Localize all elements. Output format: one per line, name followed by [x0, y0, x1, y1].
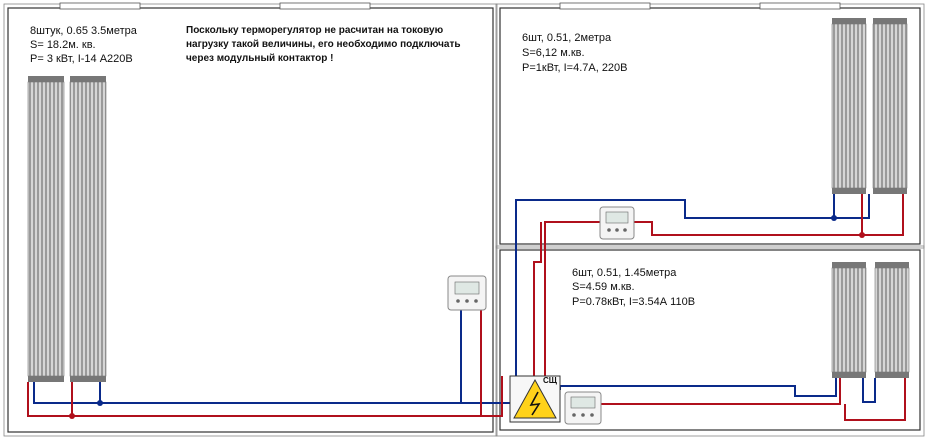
top-right-room-wall	[499, 7, 921, 245]
contactor-note-line1: Поскольку терморегулятор не расчитан на …	[186, 25, 444, 36]
heater-top-right-2	[872, 18, 908, 194]
left-room-specs-line2: S= 18.2м. кв.	[30, 39, 96, 51]
left-room-specs-line1: 8штук, 0.65 3.5метра	[30, 25, 137, 37]
heater-bottom-right-1	[831, 262, 867, 378]
contactor-note-line2: нагрузку такой величины, его необходимо …	[186, 39, 461, 50]
top-right-room-specs-line2: S=6,12 м.кв.	[522, 47, 585, 59]
left-room-specs-line3: P= 3 кВт, I-14 А220В	[30, 53, 133, 65]
distribution-panel	[509, 375, 561, 423]
heater-bottom-right-2	[874, 262, 910, 378]
bottom-right-room-specs-line3: P=0.78кВт, I=3.54А 110В	[572, 296, 696, 308]
contactor-note-line3: через модульный контактор !	[186, 53, 334, 64]
bottom-right-room-wall	[499, 249, 921, 431]
junction-dots	[69, 215, 865, 419]
bottom-right-room-specs-line1: 6шт, 0.51, 1.45метра	[572, 267, 677, 279]
top-right-room-specs-line3: P=1кВт, I=4.7А, 220В	[522, 62, 628, 74]
thermostat-icon	[447, 275, 487, 311]
top-right-room-specs-line1: 6шт, 0.51, 2метра	[522, 32, 612, 44]
heater-left-2	[69, 76, 107, 382]
heater-left-1	[27, 76, 65, 382]
bottom-right-room-specs-line2: S=4.59 м.кв.	[572, 281, 635, 293]
heaters	[27, 18, 910, 382]
window-marks	[59, 2, 841, 10]
thermostat-icon	[564, 391, 602, 425]
left-room-wall	[7, 7, 494, 433]
live-wires	[27, 194, 906, 421]
floor-plan-walls	[3, 3, 925, 437]
heater-top-right-1	[831, 18, 867, 194]
thermostat-icon	[599, 206, 635, 240]
high-voltage-icon	[513, 378, 557, 419]
panel-label: СЩ	[543, 376, 557, 385]
